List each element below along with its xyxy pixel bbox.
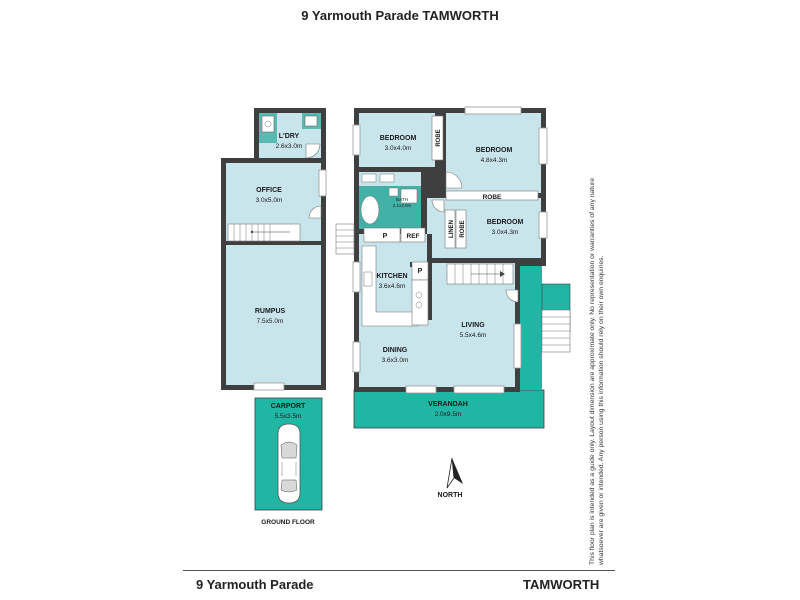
car-icon <box>277 423 301 504</box>
laundry-size: 2.6x3.0m <box>276 143 303 150</box>
robe-label-vertical: ROBE <box>436 129 442 146</box>
office-size: 3.0x5.0m <box>256 197 283 204</box>
north-arrow-icon <box>446 457 463 489</box>
verandah-label: VERANDAH <box>428 401 468 408</box>
verandah-size: 2.0x9.5m <box>435 411 462 418</box>
ref-label: REF <box>407 233 420 240</box>
deck-stairs <box>541 309 571 353</box>
footer-divider <box>183 570 615 571</box>
page-title: 9 Yarmouth Parade TAMWORTH <box>301 8 499 23</box>
footer-suburb: TAMWORTH <box>523 577 600 592</box>
left-building <box>221 108 327 391</box>
rumpus-size: 7.5x5.0m <box>257 318 284 325</box>
right-building <box>335 106 571 429</box>
dining-label: DINING <box>383 347 408 354</box>
bedroom-3-label: BEDROOM <box>487 219 524 226</box>
bedroom-1-size: 3.0x4.0m <box>385 145 412 152</box>
linen-label: LINEN <box>449 220 455 238</box>
bedroom-1-label: BEDROOM <box>380 135 417 142</box>
bedroom-3-size: 3.0x4.3m <box>492 229 519 236</box>
living-size: 5.5x4.6m <box>460 332 487 339</box>
dining-size: 3.6x3.0m <box>382 357 409 364</box>
north-label: NORTH <box>438 492 463 499</box>
bath-label: BATH <box>396 197 408 202</box>
office-label: OFFICE <box>256 187 282 194</box>
living-label: LIVING <box>461 322 485 329</box>
stairs-living <box>446 263 514 285</box>
bath-size: 2.1x3.0m <box>393 203 412 208</box>
robe-label-small: ROBE <box>460 220 466 237</box>
kitchen-size: 3.6x4.6m <box>379 283 406 290</box>
carport-size: 5.5x3.5m <box>275 413 302 420</box>
kitchen-label: KITCHEN <box>376 273 407 280</box>
pantry-label-2: P <box>418 268 423 275</box>
carport-label: CARPORT <box>271 403 306 410</box>
bedroom-2-label: BEDROOM <box>476 147 513 154</box>
stairs-office <box>227 223 301 242</box>
pantry-label-1: P <box>383 233 388 240</box>
rumpus-label: RUMPUS <box>255 308 286 315</box>
laundry-label: L'DRY <box>279 133 300 140</box>
disclaimer-text: This floor plan is intended as a guide o… <box>589 177 605 565</box>
robe-label-bottom: ROBE <box>483 194 502 201</box>
bedroom-2-size: 4.8x4.3m <box>481 157 508 164</box>
ground-floor-label: GROUND FLOOR <box>261 519 315 526</box>
carport <box>254 397 323 511</box>
footer-address: 9 Yarmouth Parade <box>196 577 314 592</box>
